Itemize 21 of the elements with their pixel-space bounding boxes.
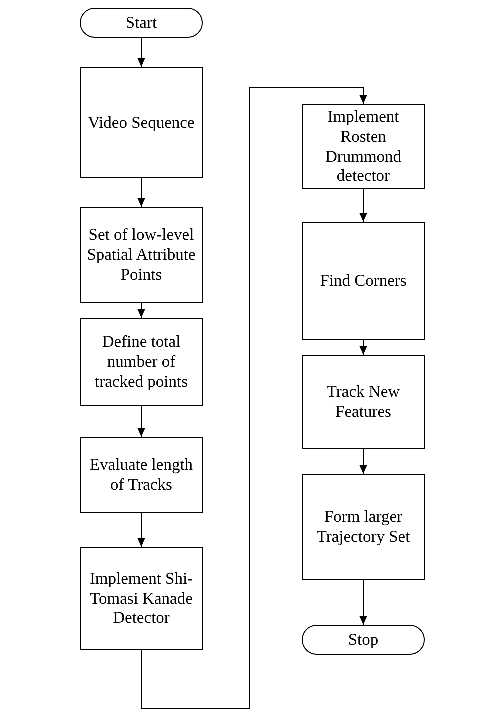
arrow — [138, 406, 146, 438]
arrow — [141, 88, 368, 710]
arrow — [138, 38, 146, 68]
process-box: Video Sequence — [80, 67, 203, 178]
arrow — [138, 178, 146, 208]
process-box: Track New Features — [302, 355, 425, 449]
process-box: Set of low-level Spatial Attribute Points — [80, 207, 203, 303]
arrow — [360, 340, 368, 356]
arrow — [360, 448, 368, 474]
process-box: Define total number of tracked points — [80, 318, 203, 406]
process-box: Implement Rosten Drummond detector — [302, 104, 425, 189]
arrow — [360, 188, 368, 222]
terminal-shape: Stop — [302, 625, 425, 655]
process-box: Form larger Trajectory Set — [302, 474, 425, 580]
process-box: Find Corners — [302, 222, 425, 340]
terminal-shape: Start — [80, 8, 203, 38]
process-box: Implement Shi-Tomasi Kanade Detector — [80, 547, 203, 650]
arrow — [138, 512, 146, 548]
arrow — [138, 302, 146, 318]
process-box: Evaluate length of Tracks — [80, 437, 203, 513]
arrow — [360, 580, 368, 626]
